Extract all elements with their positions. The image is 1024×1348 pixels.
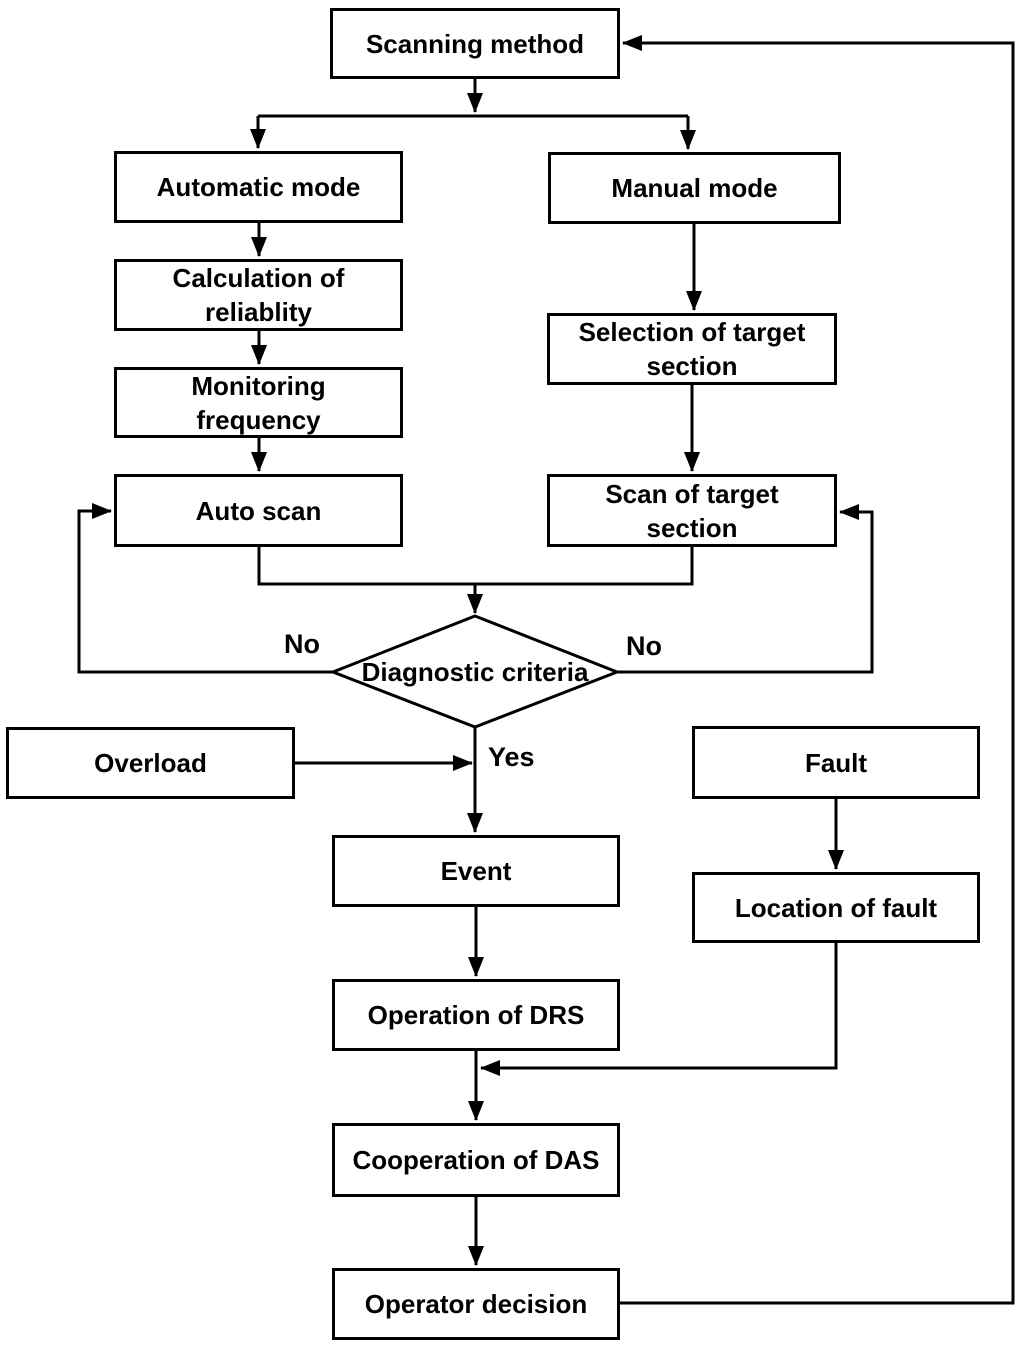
edge-location-to-mainline xyxy=(480,943,838,1076)
edge-merge-line xyxy=(257,547,694,586)
node-cooperation-of-das: Cooperation of DAS xyxy=(332,1123,620,1197)
node-diagnostic-criteria-label: Diagnostic criteria xyxy=(361,656,589,687)
node-manual-mode-label: Manual mode xyxy=(611,173,778,203)
edge-label-yes: Yes xyxy=(488,742,535,772)
node-scan-of-target-section: Scan of target section xyxy=(547,474,837,547)
edge-no-loop-right xyxy=(617,504,874,674)
node-auto-scan: Auto scan xyxy=(114,474,403,547)
node-location-of-fault-label: Location of fault xyxy=(734,892,938,923)
node-overload: Overload xyxy=(6,727,295,799)
node-operation-of-drs: Operation of DRS xyxy=(332,979,620,1051)
node-selection-of-target-section-label: Selection of target section xyxy=(578,317,806,381)
node-calculation-of-reliablity: Calculation of reliablity xyxy=(114,259,403,331)
node-selection-of-target-section: Selection of target section xyxy=(547,313,837,385)
edge-label-no-left: No xyxy=(284,629,320,659)
edge-operator-to-scanning-feedback xyxy=(620,35,1015,1305)
node-scanning-method: Scanning method xyxy=(330,8,620,79)
node-operator-decision-label: Operator decision xyxy=(364,1289,588,1319)
node-fault: Fault xyxy=(692,726,980,799)
node-monitoring-frequency: Monitoring frequency xyxy=(114,367,403,438)
node-calculation-of-reliablity-label: Calculation of reliablity xyxy=(172,263,345,327)
node-operator-decision: Operator decision xyxy=(332,1268,620,1340)
node-event-label: Event xyxy=(440,856,512,886)
node-monitoring-frequency-label: Monitoring frequency xyxy=(191,370,326,435)
node-event: Event xyxy=(332,835,620,907)
node-auto-scan-label: Auto scan xyxy=(195,495,322,526)
node-scan-of-target-section-label: Scan of target section xyxy=(605,478,779,543)
node-automatic-mode-label: Automatic mode xyxy=(156,172,361,202)
node-location-of-fault: Location of fault xyxy=(692,872,980,943)
node-fault-label: Fault xyxy=(804,747,868,778)
node-automatic-mode: Automatic mode xyxy=(114,151,403,223)
node-manual-mode: Manual mode xyxy=(548,152,841,224)
edge-no-loop-left xyxy=(77,503,333,674)
node-scanning-method-label: Scanning method xyxy=(365,28,585,59)
diagnostic-criteria-diamond xyxy=(328,614,622,729)
node-cooperation-of-das-label: Cooperation of DAS xyxy=(352,1145,600,1175)
node-operation-of-drs-label: Operation of DRS xyxy=(367,1000,585,1030)
edge-label-no-right: No xyxy=(626,631,662,661)
node-overload-label: Overload xyxy=(94,748,207,778)
